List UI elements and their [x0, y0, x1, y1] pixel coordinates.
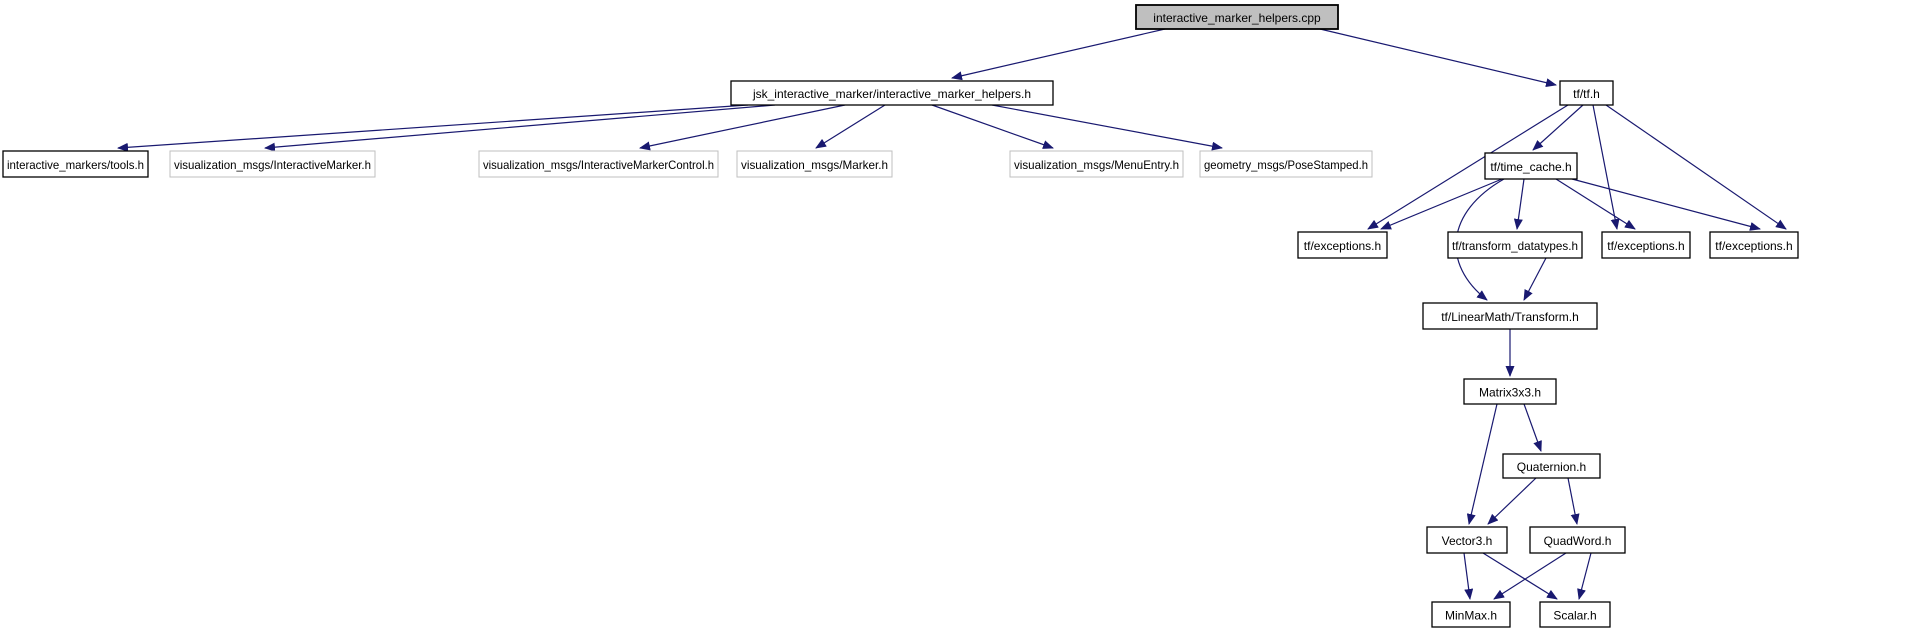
node-label-exc2: tf/exceptions.h [1607, 239, 1684, 253]
edge-quad-to-minmax [1493, 552, 1567, 600]
node-box-exc2 [1601, 231, 1691, 259]
node-label-marker: visualization_msgs/Marker.h [741, 158, 888, 172]
node-box-tftf [1559, 80, 1614, 106]
node-exc3[interactable]: tf/exceptions.h [1709, 231, 1799, 259]
edge-tftf-to-timecache [1532, 104, 1584, 151]
node-tdt[interactable]: tf/transform_datatypes.h [1447, 231, 1583, 259]
node-tftf[interactable]: tf/tf.h [1559, 80, 1614, 106]
node-minmax[interactable]: MinMax.h [1431, 601, 1511, 628]
node-label-im: visualization_msgs/InteractiveMarker.h [174, 158, 371, 172]
node-box-quat [1502, 453, 1601, 479]
node-label-exc1: tf/exceptions.h [1304, 239, 1381, 253]
node-box-tools [2, 150, 149, 178]
node-quad[interactable]: QuadWord.h [1529, 526, 1626, 554]
node-marker[interactable]: visualization_msgs/Marker.h [736, 150, 893, 178]
node-label-pose: geometry_msgs/PoseStamped.h [1204, 158, 1368, 172]
node-label-menu: visualization_msgs/MenuEntry.h [1014, 158, 1179, 172]
edge-timecache-to-tdt [1513, 178, 1525, 230]
node-box-timecache [1484, 152, 1578, 180]
node-box-imc [478, 150, 719, 178]
node-label-tools: interactive_markers/tools.h [7, 158, 144, 172]
node-box-exc1 [1297, 231, 1388, 259]
edge-matrix-to-vector3 [1466, 403, 1498, 525]
edge-cpp-to-jsk [951, 28, 1166, 81]
edge-vector3-to-minmax [1463, 552, 1474, 600]
edge-jsk-to-pose [991, 104, 1223, 151]
edge-quat-to-vector3 [1487, 477, 1537, 525]
edge-timecache-to-exc3 [1571, 178, 1761, 231]
node-imc[interactable]: visualization_msgs/InteractiveMarkerCont… [478, 150, 719, 178]
node-scalar[interactable]: Scalar.h [1539, 601, 1611, 628]
node-box-marker [736, 150, 893, 178]
edge-tdt-to-transform [1523, 257, 1547, 301]
edge-tftf-to-exc2 [1592, 104, 1620, 230]
node-label-vector3: Vector3.h [1442, 534, 1493, 548]
node-box-quad [1529, 526, 1626, 554]
node-box-minmax [1431, 601, 1511, 628]
edges-layer [117, 28, 1787, 600]
node-cpp[interactable]: interactive_marker_helpers.cpp [1135, 4, 1339, 30]
node-label-tftf: tf/tf.h [1573, 87, 1600, 101]
edge-vector3-to-scalar [1482, 552, 1558, 600]
node-box-transform [1422, 302, 1598, 330]
node-tools[interactable]: interactive_markers/tools.h [2, 150, 149, 178]
edge-jsk-to-tools [117, 104, 749, 152]
node-vector3[interactable]: Vector3.h [1426, 526, 1508, 554]
node-exc2[interactable]: tf/exceptions.h [1601, 231, 1691, 259]
node-label-transform: tf/LinearMath/Transform.h [1441, 310, 1579, 324]
node-exc1[interactable]: tf/exceptions.h [1297, 231, 1388, 259]
node-box-jsk [730, 80, 1054, 106]
node-quat[interactable]: Quaternion.h [1502, 453, 1601, 479]
edge-cpp-to-tftf [1319, 28, 1557, 88]
node-label-tdt: tf/transform_datatypes.h [1452, 239, 1578, 253]
node-label-quat: Quaternion.h [1517, 460, 1586, 474]
edge-quat-to-quad [1567, 477, 1580, 525]
node-label-minmax: MinMax.h [1445, 609, 1497, 623]
node-label-jsk: jsk_interactive_marker/interactive_marke… [752, 87, 1031, 101]
edge-jsk-to-marker [815, 104, 886, 149]
node-matrix[interactable]: Matrix3x3.h [1463, 378, 1557, 405]
edge-quad-to-scalar [1577, 552, 1592, 600]
node-box-im [169, 150, 376, 178]
node-label-quad: QuadWord.h [1544, 534, 1612, 548]
node-box-tdt [1447, 231, 1583, 259]
node-label-imc: visualization_msgs/InteractiveMarkerCont… [483, 158, 714, 172]
node-label-matrix: Matrix3x3.h [1479, 386, 1541, 400]
node-box-cpp [1135, 4, 1339, 30]
edge-jsk-to-im [264, 104, 776, 152]
node-label-timecache: tf/time_cache.h [1490, 160, 1571, 174]
node-label-scalar: Scalar.h [1553, 609, 1596, 623]
node-box-vector3 [1426, 526, 1508, 554]
node-box-scalar [1539, 601, 1611, 628]
node-im[interactable]: visualization_msgs/InteractiveMarker.h [169, 150, 376, 178]
edge-tftf-to-exc1 [1367, 104, 1569, 230]
node-box-matrix [1463, 378, 1557, 405]
edge-tftf-to-exc3 [1605, 104, 1787, 230]
nodes-layer: interactive_marker_helpers.cpp jsk_intera… [2, 4, 1799, 628]
edge-jsk-to-menu [931, 104, 1054, 149]
node-box-pose [1199, 150, 1373, 178]
node-jsk[interactable]: jsk_interactive_marker/interactive_marke… [730, 80, 1054, 106]
node-label-cpp: interactive_marker_helpers.cpp [1153, 11, 1321, 25]
node-box-exc3 [1709, 231, 1799, 259]
edge-timecache-to-exc1 [1380, 178, 1503, 230]
node-box-menu [1009, 150, 1184, 178]
node-transform[interactable]: tf/LinearMath/Transform.h [1422, 302, 1598, 330]
node-timecache[interactable]: tf/time_cache.h [1484, 152, 1578, 180]
edge-matrix-to-quat [1523, 403, 1542, 452]
node-menu[interactable]: visualization_msgs/MenuEntry.h [1009, 150, 1184, 178]
edge-jsk-to-imc [639, 104, 846, 151]
node-pose[interactable]: geometry_msgs/PoseStamped.h [1199, 150, 1373, 178]
edge-timecache-to-exc2 [1555, 178, 1636, 230]
node-label-exc3: tf/exceptions.h [1715, 239, 1792, 253]
